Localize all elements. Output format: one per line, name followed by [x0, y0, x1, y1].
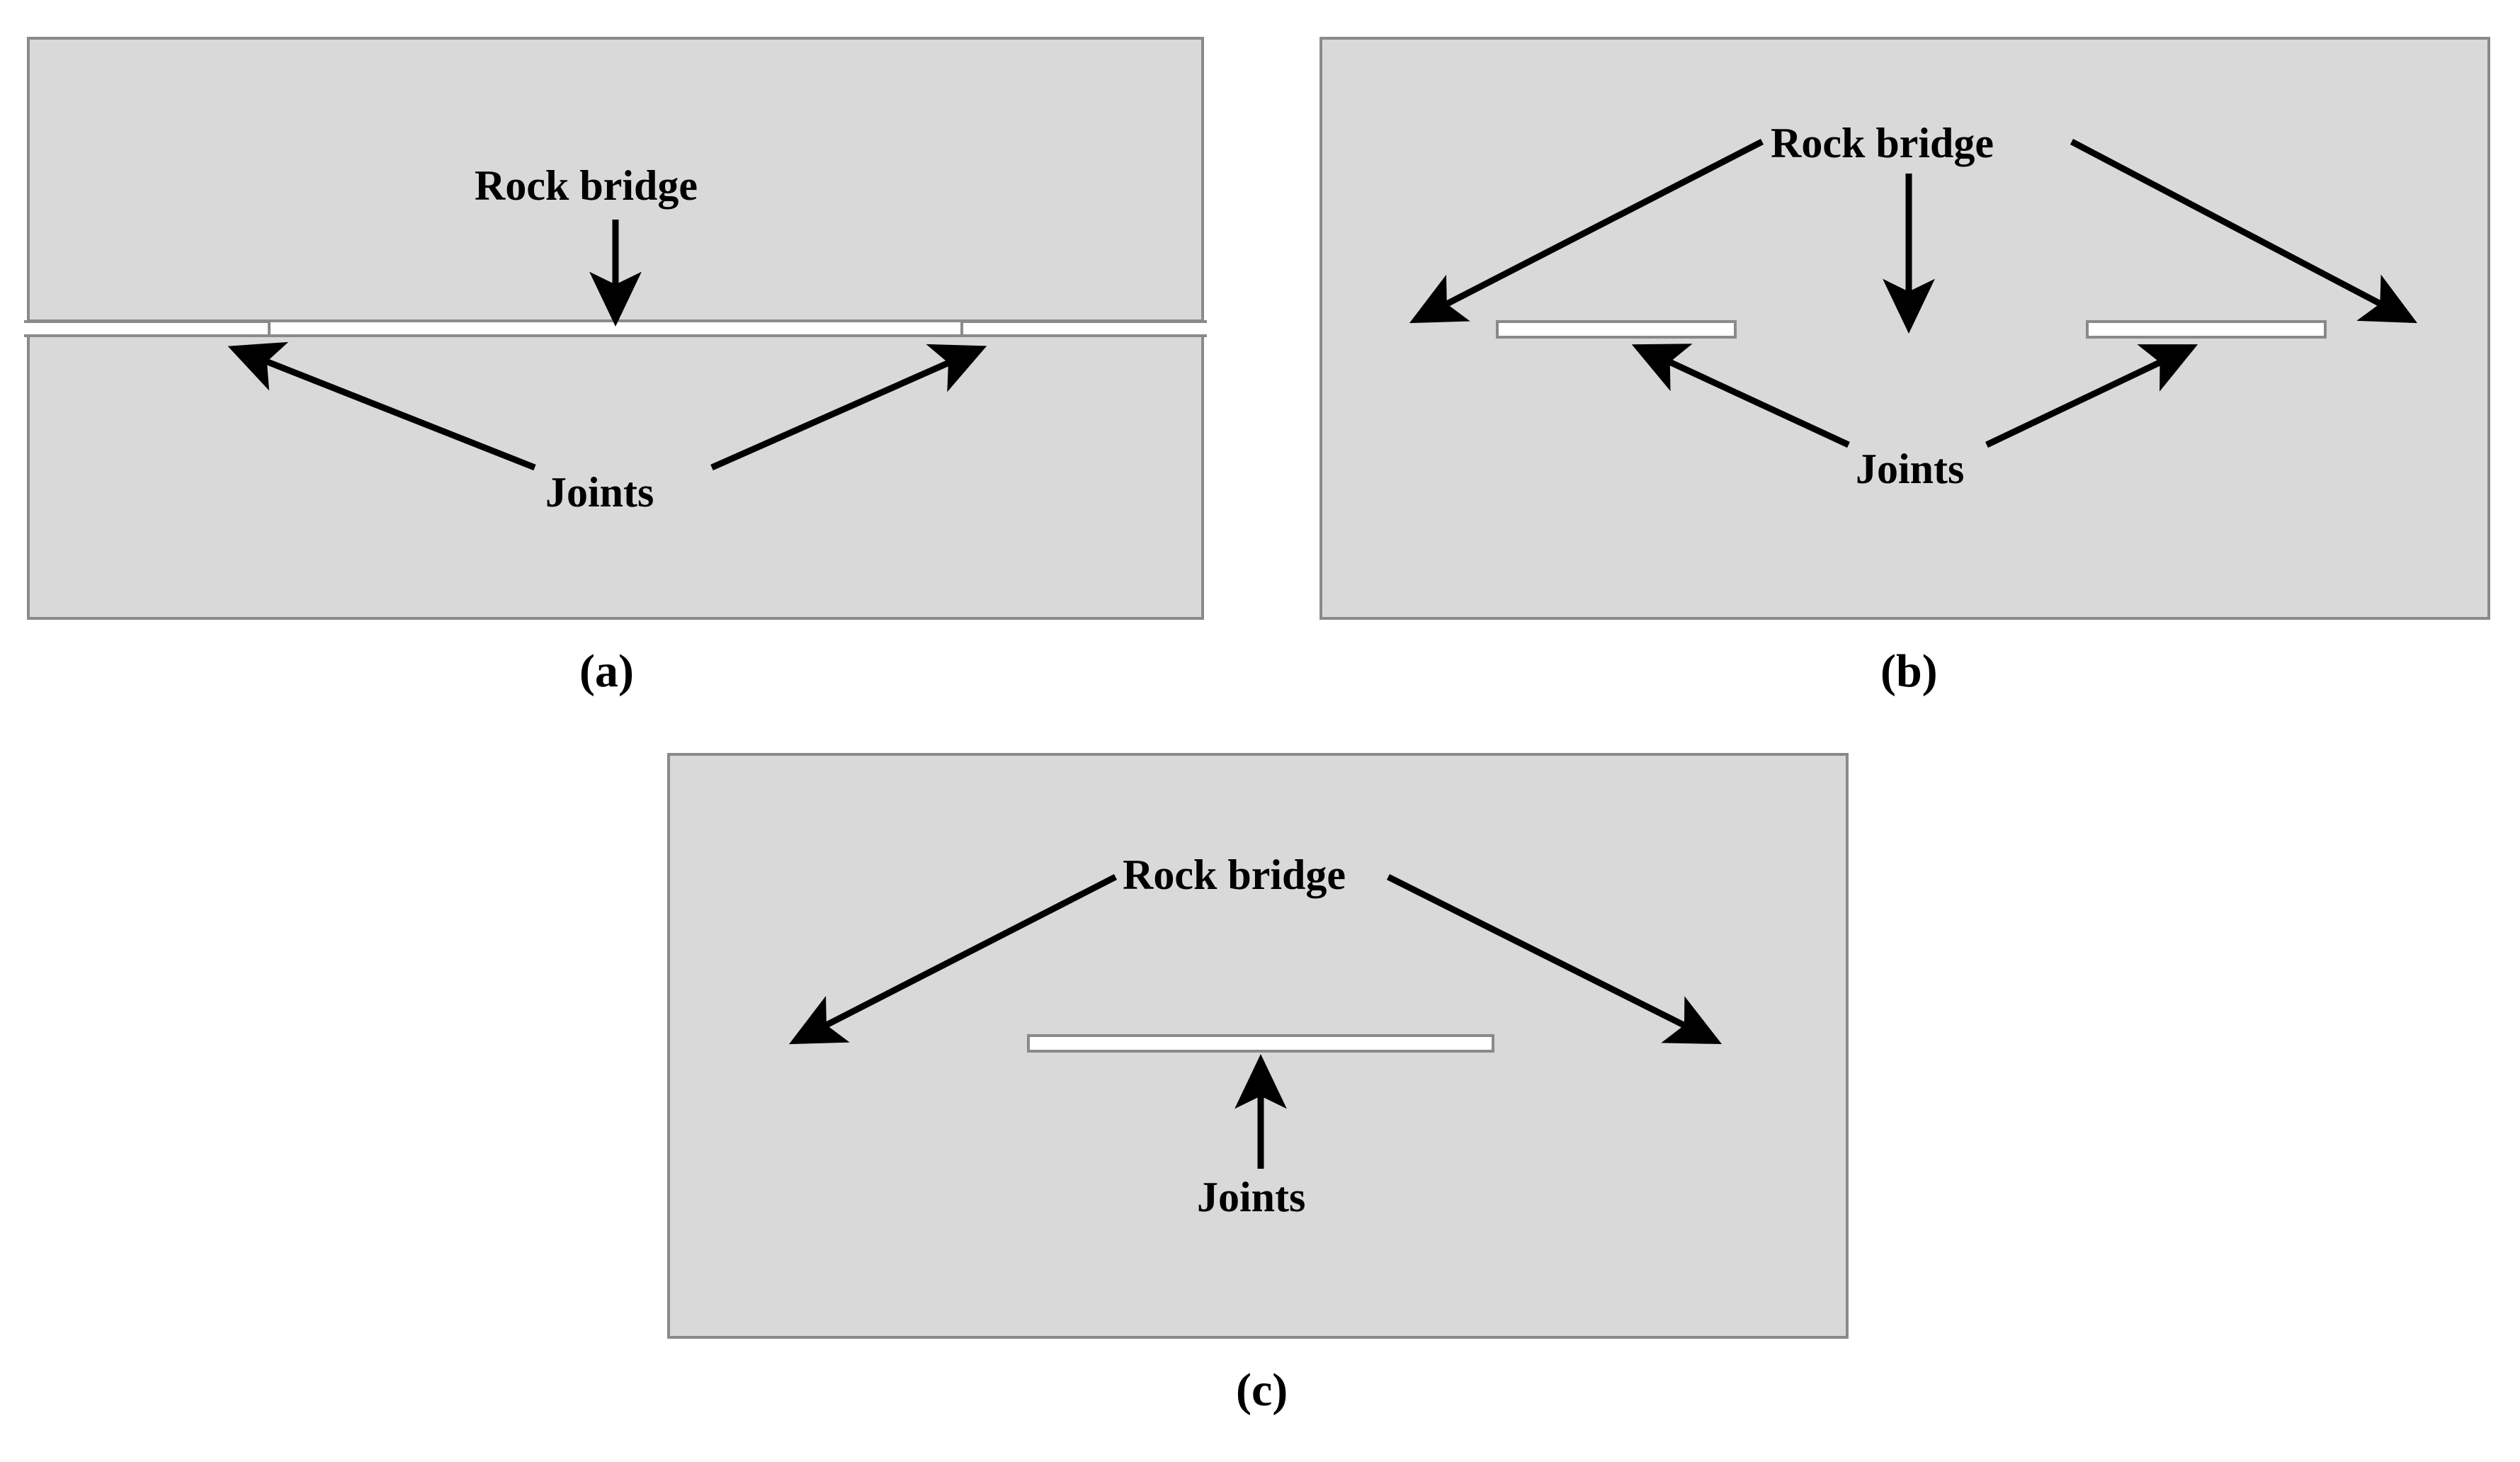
panel-a-caption: (a) — [579, 645, 634, 697]
panel-a-joint-left — [24, 320, 271, 337]
panel-c-caption: (c) — [1236, 1364, 1288, 1416]
panel-a-lower-block — [27, 334, 1204, 620]
panel-c-joint-center — [1027, 1034, 1494, 1053]
panel-b-joint-left — [1496, 320, 1737, 339]
panel-b-rock-bridge-label: Rock bridge — [1771, 120, 1994, 166]
panel-a-joints-label: Joints — [545, 469, 654, 516]
panel-a-rock-bridge-label: Rock bridge — [475, 162, 698, 209]
panel-c-rock-bridge-label: Rock bridge — [1123, 851, 1346, 898]
panel-a-joint-right — [960, 320, 1207, 337]
panel-b-joint-right — [2086, 320, 2327, 339]
panel-b-caption: (b) — [1880, 645, 1938, 697]
panel-b-joints-label: Joints — [1856, 446, 1965, 492]
panel-c-joints-label: Joints — [1197, 1174, 1306, 1220]
